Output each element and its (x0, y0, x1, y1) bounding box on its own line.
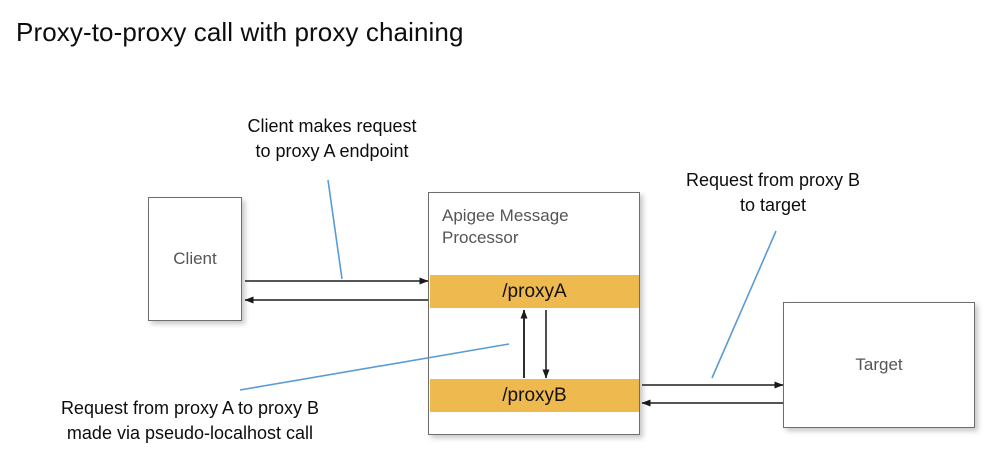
proxy-b-label: /proxyB (502, 384, 567, 406)
client-box[interactable] (148, 197, 242, 321)
leader-line-client-annotation (327, 179, 343, 280)
message-processor-label: Apigee Message Processor (442, 206, 569, 247)
annotation-target-request: Request from proxy B to target (685, 170, 861, 215)
leader-line-target-annotation (711, 230, 777, 379)
target-box[interactable] (783, 302, 975, 428)
target-label: Target (855, 355, 903, 374)
annotation-client-request: Client makes request to proxy A endpoint (247, 116, 417, 161)
client-label: Client (173, 249, 217, 268)
page-title: Proxy-to-proxy call with proxy chaining (16, 17, 464, 47)
annotation-chaining-request: Request from proxy A to proxy B made via… (60, 398, 320, 443)
proxy-b-band[interactable]: /proxyB (430, 379, 639, 412)
proxy-a-band[interactable]: /proxyA (430, 275, 639, 308)
proxy-a-label: /proxyA (502, 280, 567, 302)
